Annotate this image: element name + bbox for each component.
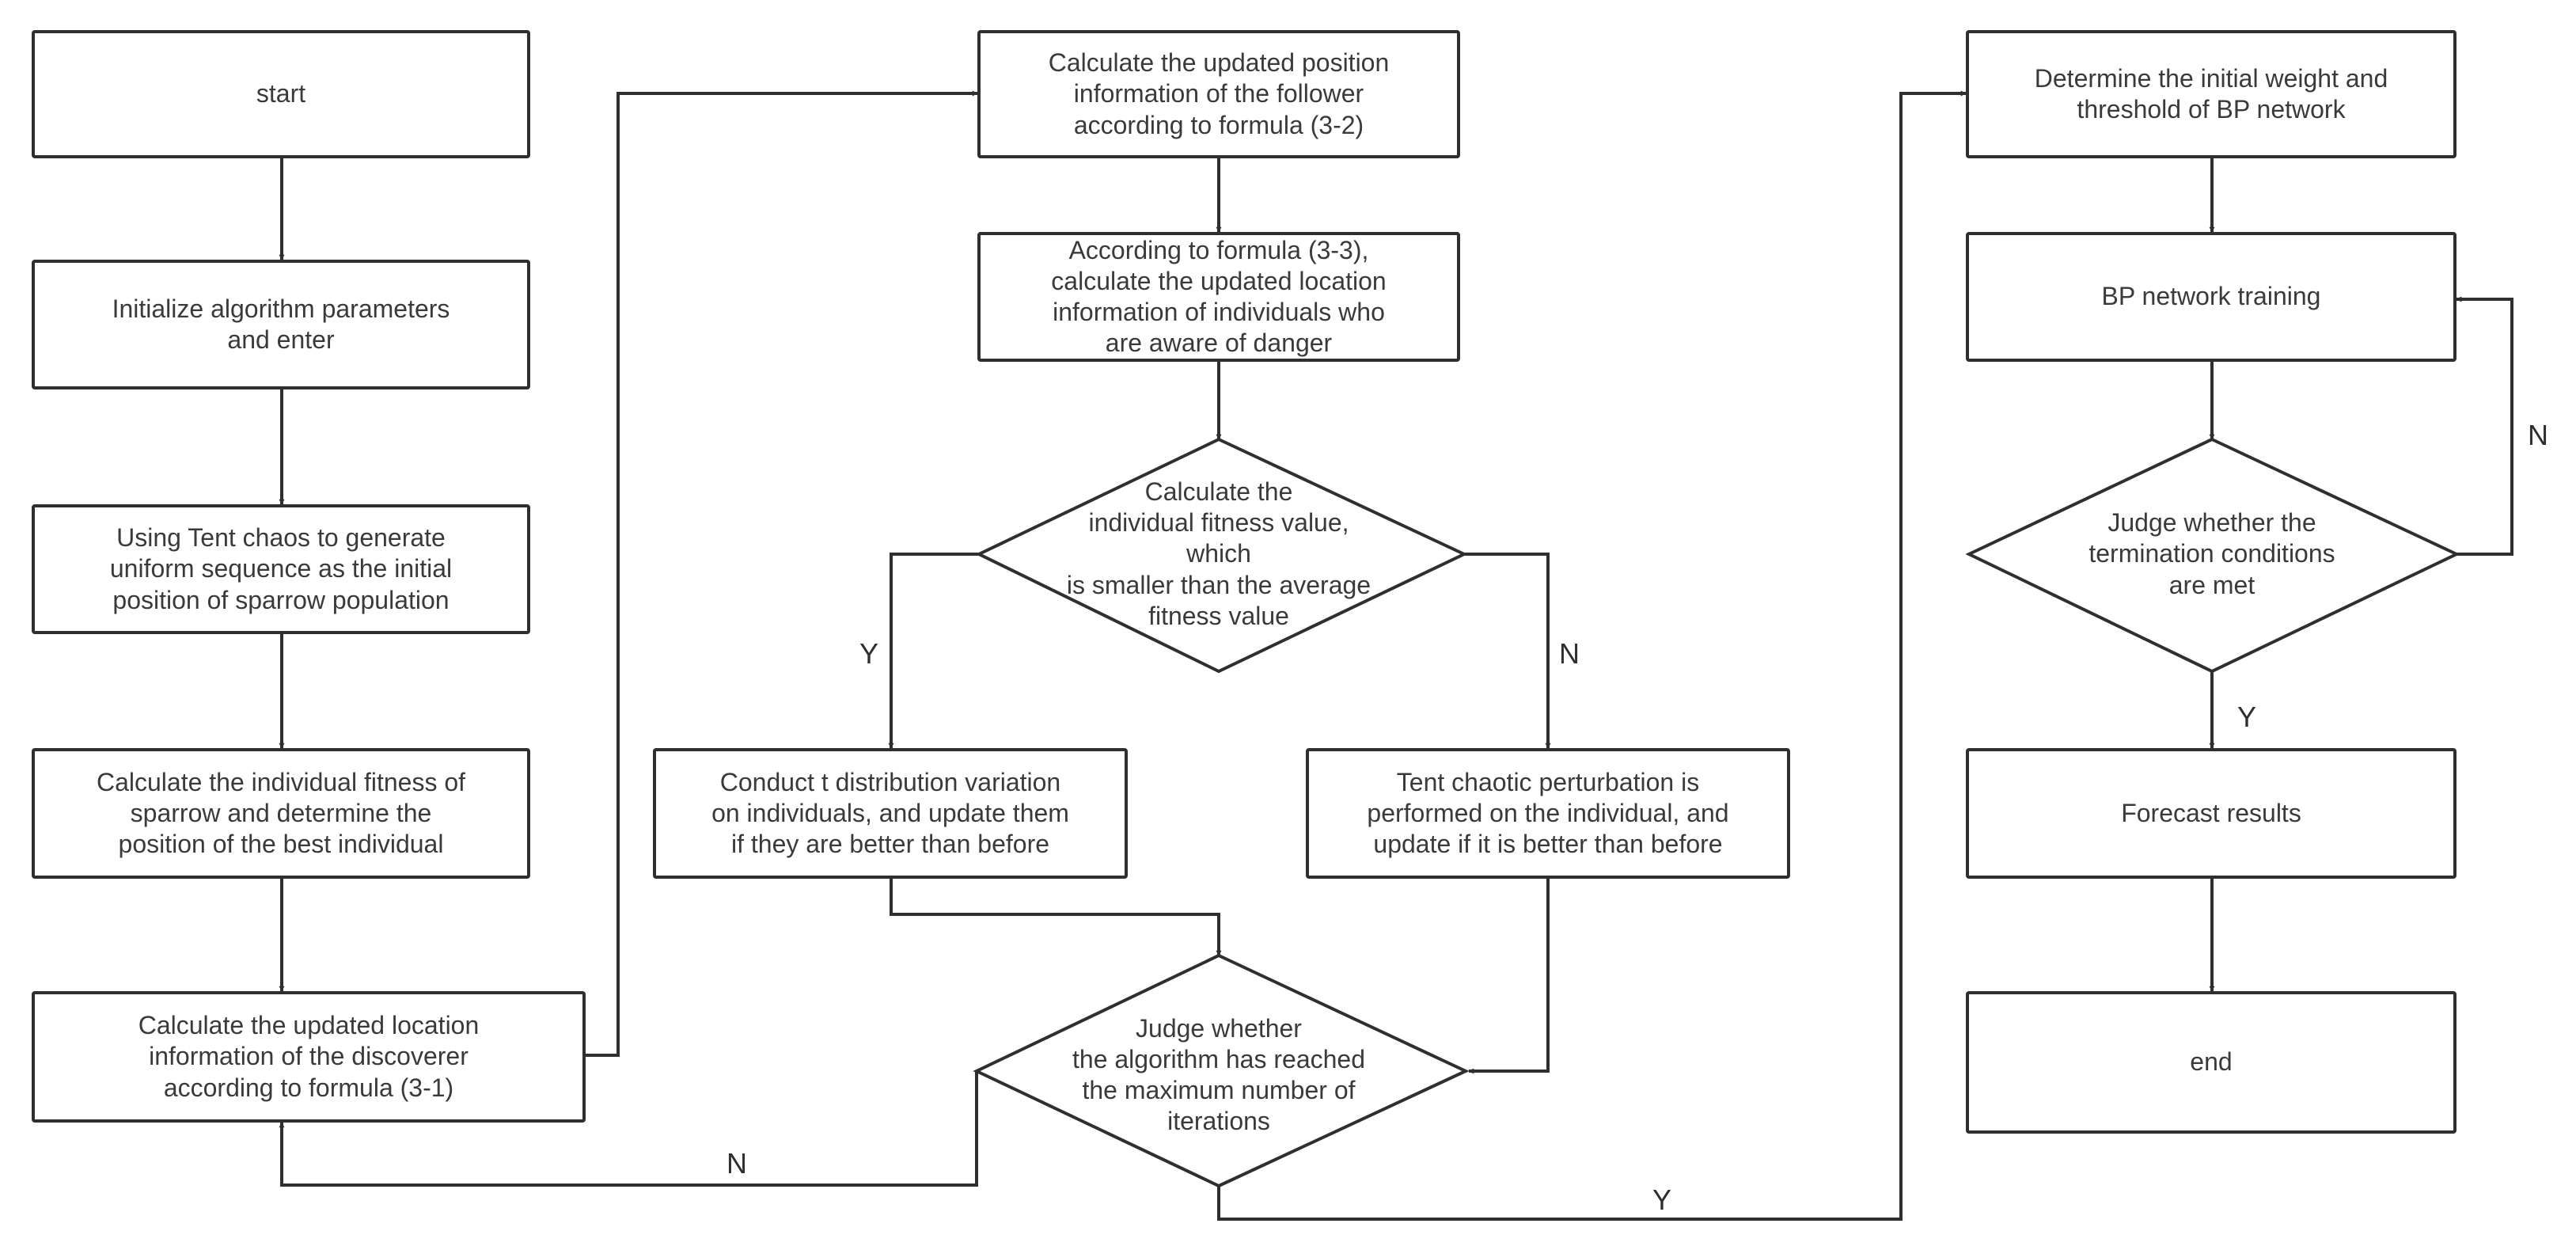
tent-perturbation-label: Tent chaotic perturbation is performed o… bbox=[1367, 767, 1729, 859]
tent-chaos-init-box: Using Tent chaos to generate uniform seq… bbox=[32, 504, 530, 634]
max-iterations-label: Judge whether the algorithm has reached … bbox=[1072, 1013, 1365, 1136]
bp-initial-weight-box: Determine the initial weight and thresho… bbox=[1966, 30, 2456, 158]
t-distribution-label: Conduct t distribution variation on indi… bbox=[711, 767, 1069, 859]
bp-training-label: BP network training bbox=[2101, 282, 2321, 311]
arrow-compare-no bbox=[1464, 553, 1551, 749]
edge-label-termination-no: N bbox=[2528, 419, 2548, 451]
t-distribution-box: Conduct t distribution variation on indi… bbox=[653, 748, 1128, 879]
initialize-parameters-label: Initialize algorithm parameters and ente… bbox=[112, 294, 450, 354]
end-label: end bbox=[2190, 1047, 2233, 1077]
follower-update-box: Calculate the updated position informati… bbox=[977, 30, 1460, 158]
edge-label-iter-no: N bbox=[727, 1147, 747, 1180]
fitness-best-box: Calculate the individual fitness of spar… bbox=[32, 748, 530, 879]
edge-label-compare-yes: Y bbox=[859, 637, 879, 670]
danger-aware-label: According to formula (3-3), calculate th… bbox=[1051, 235, 1387, 358]
arrow-tdist-to-maxiter bbox=[890, 879, 1222, 956]
edge-label-compare-no: N bbox=[1559, 637, 1580, 670]
fitness-best-label: Calculate the individual fitness of spar… bbox=[96, 767, 466, 859]
termination-label: Judge whether the termination conditions… bbox=[2088, 508, 2335, 599]
forecast-results-label: Forecast results bbox=[2121, 798, 2301, 827]
danger-aware-box: According to formula (3-3), calculate th… bbox=[977, 232, 1460, 362]
arrow-termination-no bbox=[2456, 296, 2513, 556]
arrow-maxiter-no bbox=[279, 1071, 978, 1187]
start-box: start bbox=[32, 30, 530, 158]
end-box: end bbox=[1966, 991, 2456, 1134]
follower-update-label: Calculate the updated position informati… bbox=[1048, 48, 1390, 139]
initialize-parameters-box: Initialize algorithm parameters and ente… bbox=[32, 260, 530, 389]
arrow-discoverer-to-follower bbox=[586, 90, 978, 1057]
bp-training-box: BP network training bbox=[1966, 232, 2456, 362]
bp-initial-weight-label: Determine the initial weight and thresho… bbox=[2034, 63, 2388, 123]
max-iterations-decision: Judge whether the algorithm has reached … bbox=[1053, 996, 1385, 1154]
tent-perturbation-box: Tent chaotic perturbation is performed o… bbox=[1306, 748, 1790, 879]
fitness-compare-label: Calculate the individual fitness value, … bbox=[1066, 477, 1371, 630]
edge-label-iter-yes: Y bbox=[1652, 1184, 1672, 1216]
decision-shape-fitness-compare bbox=[975, 437, 1468, 674]
arrow-tent-to-maxiter bbox=[1468, 879, 1550, 1074]
discoverer-update-box: Calculate the updated location informati… bbox=[32, 991, 586, 1123]
termination-decision: Judge whether the termination conditions… bbox=[2058, 491, 2366, 617]
arrow-maxiter-yes bbox=[1217, 90, 1967, 1221]
forecast-results-box: Forecast results bbox=[1966, 748, 2456, 879]
edge-label-termination-yes: Y bbox=[2237, 701, 2257, 733]
discoverer-update-label: Calculate the updated location informati… bbox=[138, 1011, 480, 1102]
fitness-compare-decision: Calculate the individual fitness value, … bbox=[1053, 475, 1385, 633]
arrow-compare-yes bbox=[888, 553, 979, 749]
tent-chaos-init-label: Using Tent chaos to generate uniform seq… bbox=[109, 523, 453, 614]
start-label: start bbox=[256, 79, 306, 108]
